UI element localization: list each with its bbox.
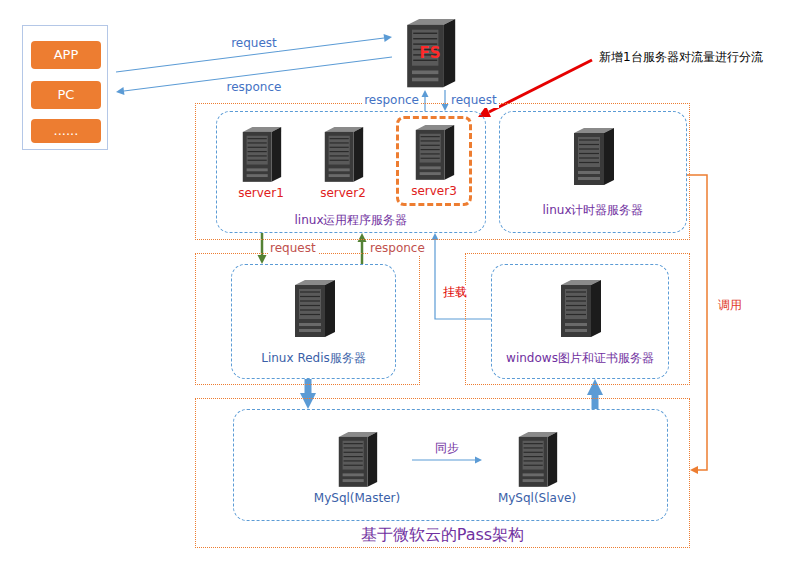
arrowhead — [475, 457, 482, 464]
edge-label: request — [449, 93, 499, 107]
server-icon — [410, 123, 458, 181]
server-node: server2 — [312, 120, 374, 206]
architecture-title: 基于微软云的Pass架构 — [361, 525, 524, 544]
edge-label: request — [229, 36, 279, 50]
server-icon — [333, 430, 381, 488]
connector — [305, 379, 312, 393]
arrowhead — [358, 233, 367, 242]
connector — [424, 97, 425, 111]
button-label: PC — [58, 87, 75, 103]
client-button: PC — [31, 81, 101, 109]
connector — [261, 233, 264, 255]
cloud-region: windows图片和证书服务器 — [465, 253, 690, 385]
arrowhead — [442, 104, 449, 111]
server-icon — [513, 430, 561, 488]
server-icon — [289, 278, 339, 338]
server-group: Linux Redis服务器 — [231, 264, 396, 379]
client-button: APP — [31, 41, 101, 69]
server-group: linux计时器服务器 — [499, 111, 687, 233]
server-node: MySql(Master) — [302, 420, 412, 515]
edge-label: responce — [362, 93, 421, 107]
callout-note: 新增1台服务器对流量进行分流 — [597, 50, 765, 64]
fs-server: FS — [400, 15, 460, 90]
node-label: server1 — [238, 186, 284, 200]
node-label: server2 — [320, 186, 366, 200]
server-icon — [237, 125, 285, 183]
connector — [435, 240, 491, 319]
node-label: server3 — [411, 184, 457, 198]
edge-label: 调用 — [716, 298, 744, 312]
server-icon — [319, 125, 367, 183]
edge-label: responce — [368, 241, 427, 255]
edge-label: 挂载 — [441, 285, 469, 299]
arrowhead — [300, 393, 316, 409]
server-node: server1 — [230, 120, 292, 206]
server-node: MySql(Slave) — [482, 420, 592, 515]
edge-label: responce — [225, 80, 284, 94]
edge-label: request — [268, 241, 318, 255]
arrowhead — [432, 233, 439, 240]
node-label: linux运用程序服务器 — [295, 213, 408, 227]
server-group: MySql(Master) MySql(Slave) — [233, 409, 668, 521]
node-label: windows图片和证书服务器 — [506, 351, 654, 365]
arrowhead — [384, 34, 392, 42]
arrowhead — [116, 87, 124, 95]
cloud-region: 基于微软云的Pass架构 MySql(Master) MySql(Slave) — [195, 398, 690, 548]
arrowhead — [258, 255, 267, 264]
new-server-node: server3 — [396, 116, 472, 206]
server-group: linux运用程序服务器 server1 server2 server3 — [216, 111, 486, 233]
connector — [444, 90, 445, 104]
button-label: ...... — [54, 123, 79, 139]
button-label: APP — [54, 47, 79, 63]
arrowhead — [422, 90, 429, 97]
node-label: MySql(Master) — [314, 491, 400, 505]
cloud-region: linux运用程序服务器 server1 server2 server3 linux计时… — [195, 103, 690, 240]
node-label: MySql(Slave) — [498, 491, 576, 505]
edge-label: 同步 — [433, 441, 461, 455]
arrowhead — [587, 379, 603, 395]
node-label: linux计时器服务器 — [543, 203, 644, 217]
cloud-region: Linux Redis服务器 — [195, 253, 420, 385]
client-button: ...... — [31, 119, 101, 143]
callout-arrow — [489, 60, 592, 112]
client-panel: APP PC...... — [22, 25, 108, 150]
node-label: FS — [419, 44, 440, 62]
connector — [687, 175, 707, 470]
server-icon — [568, 126, 618, 186]
node-label: Linux Redis服务器 — [261, 351, 366, 365]
server-icon — [555, 278, 605, 338]
connector — [412, 459, 475, 460]
arrowhead — [690, 466, 698, 474]
server-group: windows图片和证书服务器 — [491, 264, 669, 379]
